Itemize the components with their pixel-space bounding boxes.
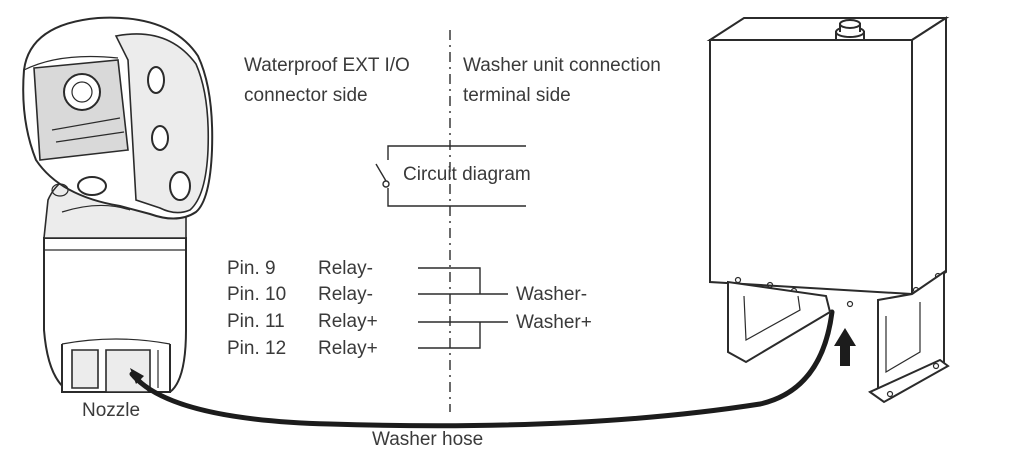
circuit-diagram-label: Circuit diagram [403, 164, 531, 185]
pin-10-signal: Relay- [318, 284, 373, 305]
pin-table: Pin. 9 Relay- Pin. 10 Relay- Pin. 11 Rel… [227, 258, 378, 359]
nozzle-label: Nozzle [82, 400, 140, 421]
washer-unit-illustration [706, 16, 950, 404]
pin-12-signal: Relay+ [318, 338, 378, 359]
nozzle-arrow [130, 368, 151, 393]
washer-hose [129, 309, 835, 429]
pin-10-label: Pin. 10 [227, 284, 286, 305]
right-heading-line2: terminal side [463, 85, 571, 106]
pin-9-label: Pin. 9 [227, 258, 276, 279]
washer-minus-label: Washer- [516, 284, 587, 305]
washer-hose-label: Washer hose [372, 429, 483, 445]
left-heading-line2: connector side [244, 85, 368, 106]
right-heading-line1: Washer unit connection [463, 55, 661, 76]
ptz-camera-illustration [22, 16, 214, 393]
pin-11-signal: Relay+ [318, 311, 378, 332]
inlet-arrow [834, 328, 856, 366]
left-heading-line1: Waterproof EXT I/O [244, 55, 410, 76]
pin-9-signal: Relay- [318, 258, 373, 279]
wiring-lines [418, 267, 508, 349]
relay-switch-symbol [375, 145, 526, 207]
washer-plus-label: Washer+ [516, 312, 592, 333]
pin-12-label: Pin. 12 [227, 338, 286, 359]
pin-11-label: Pin. 11 [227, 311, 285, 332]
